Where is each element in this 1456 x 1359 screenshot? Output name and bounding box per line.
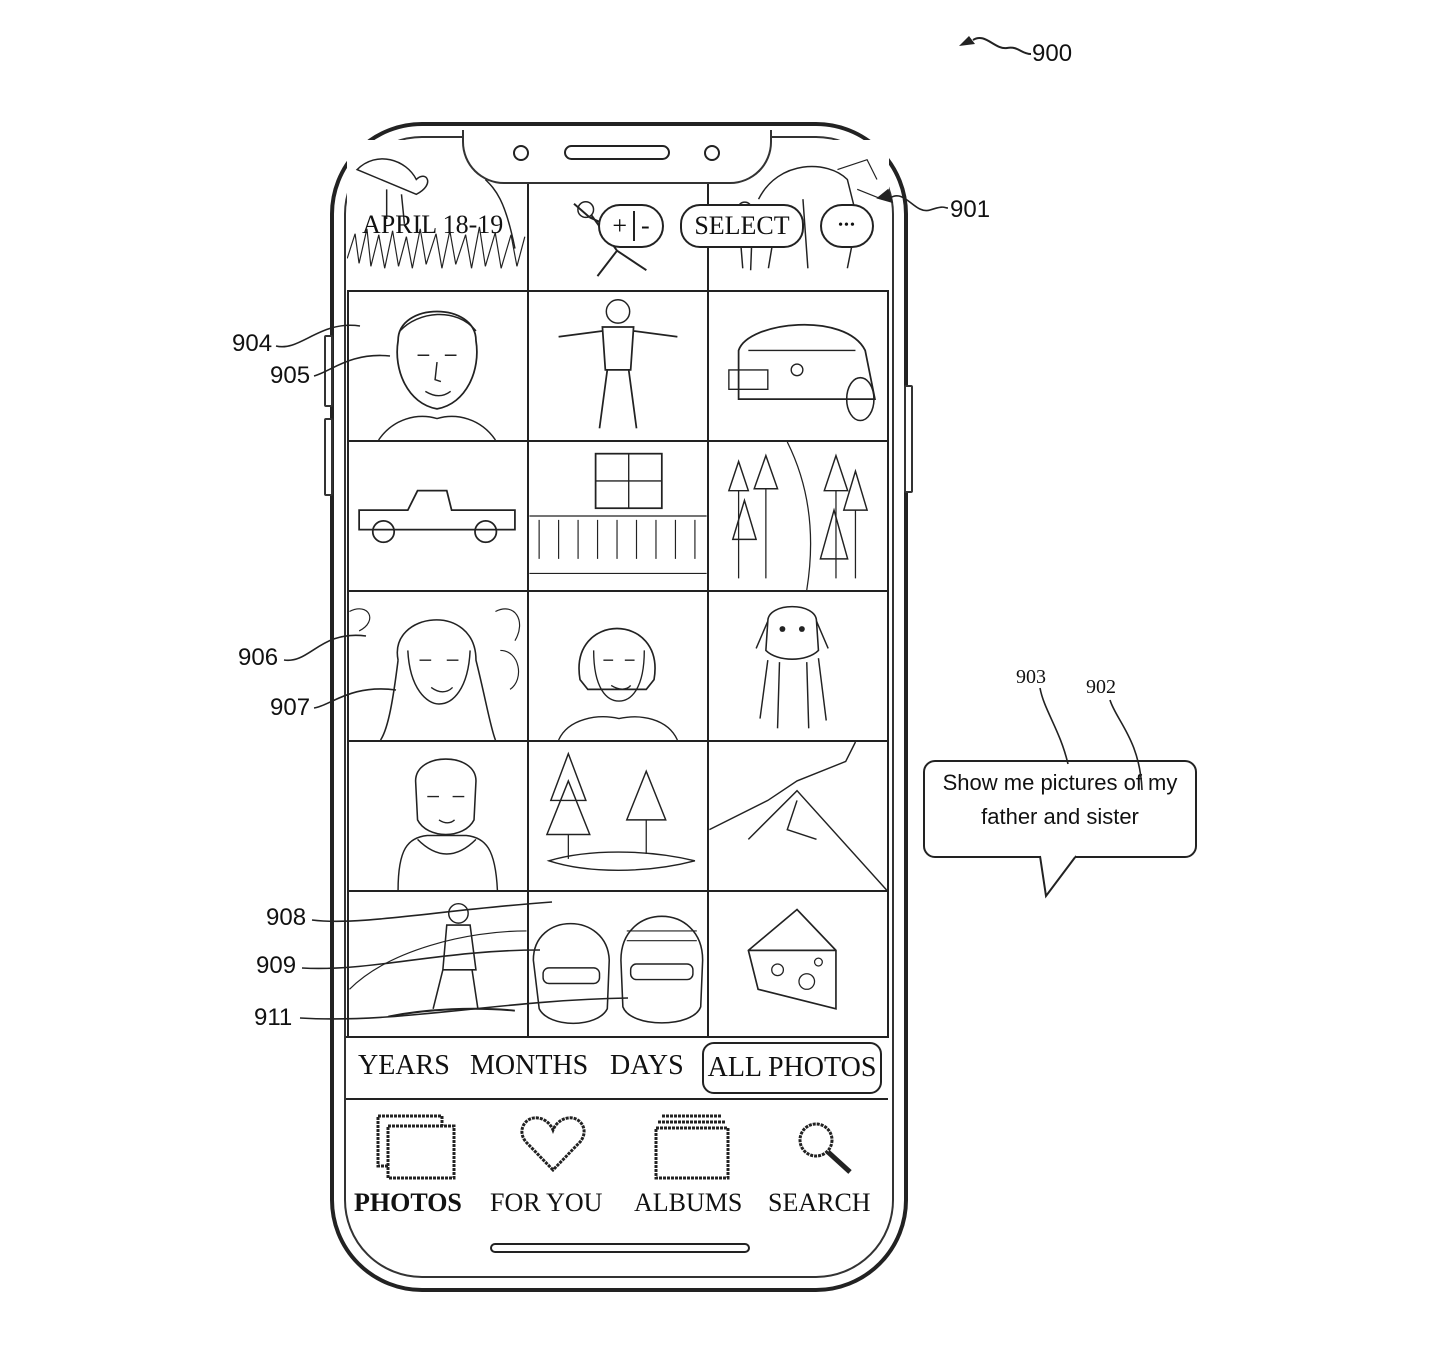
phone-notch [462, 130, 772, 184]
photo-thumbnail[interactable] [347, 740, 529, 892]
woman-bob-hair-image [557, 627, 679, 740]
tab-all-photos[interactable]: ALL PHOTOS [702, 1042, 882, 1094]
earpiece-speaker [564, 145, 670, 160]
speech-line-2: father and sister [981, 804, 1139, 829]
building-window-image [529, 452, 707, 575]
ref-908: 908 [266, 904, 307, 931]
photo-thumbnail[interactable] [707, 440, 889, 592]
albums-icon [654, 1114, 730, 1180]
ref-907: 907 [270, 694, 311, 721]
tab-for-you[interactable]: FOR YOU [490, 1188, 603, 1217]
tab-photos[interactable]: PHOTOS [354, 1188, 462, 1217]
car-rear-image [728, 323, 876, 422]
tab-months[interactable]: MONTHS [470, 1050, 589, 1081]
ref-902: 902 [1086, 676, 1116, 698]
tab-days[interactable]: DAYS [610, 1050, 684, 1081]
speech-line-1: Show me pictures of my [942, 770, 1178, 795]
search-icon [798, 1122, 852, 1174]
ref-906: 906 [238, 644, 279, 671]
pine-forest-image [727, 442, 869, 590]
figure-number: 900 [1032, 40, 1073, 67]
front-sensor-right [704, 145, 720, 161]
view-tabs-bar [346, 1036, 888, 1100]
photo-thumbnail[interactable] [707, 590, 889, 742]
man-portrait-image [378, 310, 497, 440]
woman-long-hair-image [349, 608, 521, 740]
ref-904: 904 [232, 330, 273, 357]
ref-909: 909 [256, 952, 297, 979]
zoom-control[interactable]: + - [598, 204, 664, 248]
zoom-in-button[interactable]: + [606, 211, 635, 241]
photo-thumbnail[interactable] [527, 590, 709, 742]
photo-thumbnail[interactable] [347, 590, 529, 742]
two-skiers-image [532, 915, 704, 1025]
speech-bubble: Show me pictures of my father and sister [923, 760, 1197, 858]
heart-icon [520, 1116, 586, 1173]
ref-901: 901 [950, 196, 991, 223]
front-camera-left [513, 145, 529, 161]
select-button[interactable]: SELECT [680, 204, 804, 248]
ref-905: 905 [270, 362, 311, 389]
speech-bubble-tail [1039, 854, 1077, 899]
cheese-image [747, 908, 837, 1010]
zoom-out-button[interactable]: - [641, 211, 650, 240]
photo-thumbnail[interactable] [707, 890, 889, 1038]
photo-thumbnail[interactable] [527, 290, 709, 442]
side-button-left-lower[interactable] [324, 418, 333, 496]
tab-albums[interactable]: ALBUMS [634, 1188, 743, 1217]
photo-thumbnail[interactable] [347, 440, 529, 592]
more-dots-icon: ••• [838, 218, 856, 233]
more-options-button[interactable]: ••• [820, 204, 874, 248]
snowboarder-image [349, 902, 527, 1018]
mountains-image [709, 742, 887, 890]
photo-thumbnail[interactable] [347, 290, 529, 442]
photo-thumbnail[interactable] [707, 290, 889, 442]
man-hoodie-image [397, 758, 499, 890]
pickup-truck-image [358, 489, 516, 544]
tab-years[interactable]: YEARS [358, 1050, 450, 1081]
home-indicator[interactable] [490, 1243, 750, 1253]
boy-arms-out-image [558, 299, 678, 429]
photos-icon [376, 1114, 456, 1180]
photo-thumbnail[interactable] [527, 440, 709, 592]
date-range-label: APRIL 18-19 [362, 210, 504, 239]
tab-search[interactable]: SEARCH [768, 1188, 871, 1217]
phone-outer-frame [330, 122, 908, 1292]
trees-lake-image [545, 751, 696, 871]
ref-903: 903 [1016, 666, 1046, 688]
puppy-image [755, 605, 829, 729]
side-button-right[interactable] [904, 385, 913, 493]
field-scene-image [347, 158, 526, 269]
figure-leader [959, 36, 1032, 55]
photo-thumbnail[interactable] [707, 740, 889, 892]
ref-911: 911 [254, 1004, 293, 1031]
